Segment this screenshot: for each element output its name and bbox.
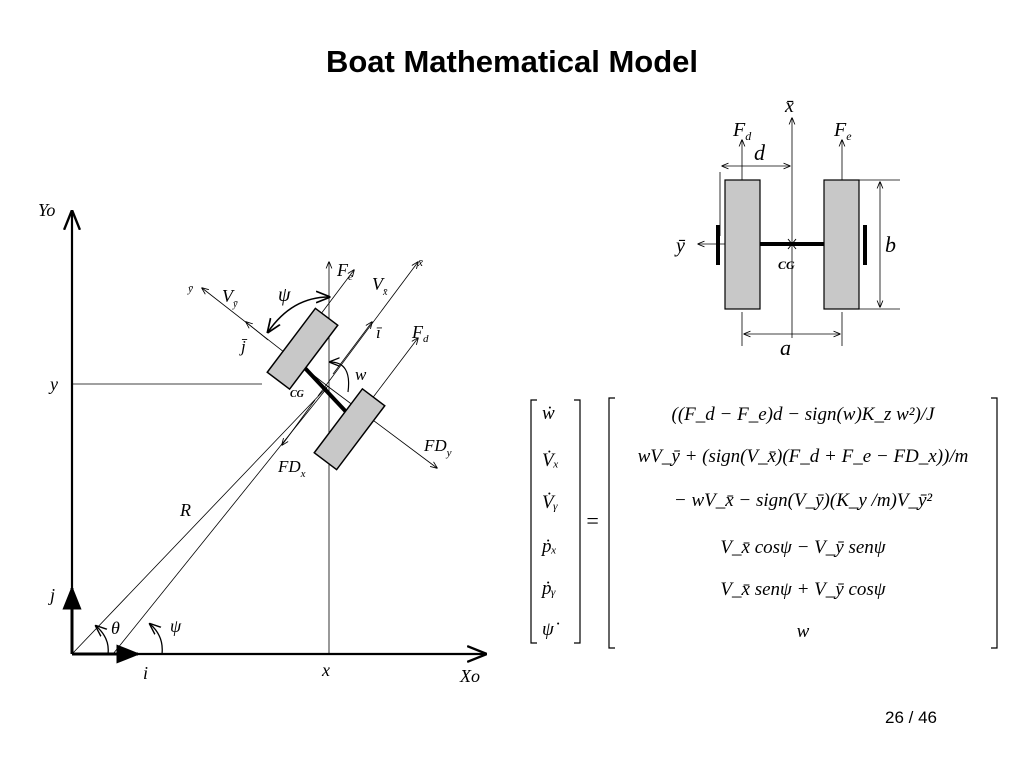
Fe-label: Fe bbox=[336, 260, 353, 283]
lhs-right-bracket bbox=[574, 399, 581, 644]
Vybar-label: Vȳ bbox=[222, 286, 238, 310]
body-Fe-label: Fe bbox=[833, 119, 852, 143]
w-label: w bbox=[355, 365, 367, 384]
x-mark-label: x bbox=[321, 660, 330, 680]
jbar-label: j̄ bbox=[239, 337, 248, 356]
Fd-label: Fd bbox=[411, 322, 429, 345]
equation bbox=[530, 397, 998, 649]
jbar-arrow bbox=[246, 322, 269, 341]
y-mark-label: y bbox=[48, 374, 58, 394]
lhs-left-bracket bbox=[530, 399, 537, 644]
psi-top-label: ψ bbox=[278, 284, 291, 306]
unit-i-label: i bbox=[143, 663, 148, 683]
w-arc bbox=[330, 362, 350, 393]
theta-label: θ bbox=[111, 618, 120, 638]
world-boat bbox=[266, 307, 386, 471]
cg-cross bbox=[787, 238, 797, 250]
rhs-row-2: − wV_x̄ − sign(V_ȳ)(K_y /m)V_ȳ² bbox=[674, 490, 933, 511]
lhs-row-1: V̇ₓ bbox=[542, 449, 559, 471]
unit-j-label: j bbox=[48, 585, 55, 605]
ybar-label: ȳ bbox=[187, 283, 194, 295]
rhs-right-bracket bbox=[991, 397, 998, 649]
body-right-hull bbox=[823, 179, 860, 310]
world-labels: Yo Xo j i x y Fe Fd Vx̄ Vȳ ψ ȳ x̄ j̄ ī w… bbox=[38, 200, 480, 686]
body-b-label: b bbox=[885, 232, 896, 257]
rhs-row-4: V_x̄ senψ + V_ȳ cosψ bbox=[720, 579, 886, 600]
world-diagram bbox=[62, 212, 485, 664]
body-d-label: d bbox=[754, 140, 766, 165]
lhs-row-2: V̇ᵧ bbox=[542, 491, 559, 513]
body-diagram bbox=[698, 118, 900, 346]
psi-bottom-label: ψ bbox=[170, 616, 182, 636]
body-a-label: a bbox=[780, 335, 791, 360]
x-axis-label: Xo bbox=[459, 666, 480, 686]
slide-title: Boat Mathematical Model bbox=[325, 44, 699, 79]
body-cg-label: CG bbox=[778, 258, 795, 272]
page-number: 26 / 46 bbox=[885, 708, 937, 727]
equation-text: ẇ V̇ₓ V̇ᵧ ṗₓ ṗᵧ ψ̇ = ((F_d − F_e)d − sig… bbox=[540, 403, 968, 642]
body-left-hull bbox=[724, 179, 761, 310]
body-xbar-label: x̄ bbox=[784, 95, 794, 117]
xbar-label: x̄ bbox=[417, 257, 423, 269]
Fd-arrow bbox=[367, 338, 418, 405]
lhs-row-5: ψ̇ bbox=[542, 619, 560, 640]
Vxbar-label: Vx̄ bbox=[372, 274, 388, 298]
ibar-label: ī bbox=[376, 323, 383, 342]
FDy-arrow bbox=[329, 387, 437, 468]
body-labels: x̄ ȳ Fd Fe d b a CG bbox=[674, 95, 896, 360]
psi-bottom-arc bbox=[150, 624, 163, 655]
equals-sign: = bbox=[585, 508, 600, 533]
lhs-row-0: ẇ bbox=[542, 403, 555, 424]
rhs-row-1: wV_ȳ + (sign(V_x̄)(F_d + F_e − FD_x))/m bbox=[638, 446, 969, 467]
left-hull bbox=[266, 307, 339, 391]
FDx-label: FDx bbox=[277, 457, 306, 480]
rhs-row-5: w bbox=[797, 621, 810, 642]
FDy-label: FDy bbox=[423, 436, 452, 459]
R-vector bbox=[71, 385, 329, 655]
body-boat bbox=[716, 179, 867, 310]
cg-label: CG bbox=[290, 389, 305, 400]
rhs-left-bracket bbox=[608, 397, 615, 649]
lhs-row-4: ṗᵧ bbox=[540, 578, 557, 599]
lhs-row-3: ṗₓ bbox=[540, 536, 557, 557]
body-ybar-label: ȳ bbox=[674, 235, 686, 257]
psi-top-arc bbox=[268, 297, 329, 332]
rhs-row-3: V_x̄ cosψ − V_ȳ senψ bbox=[720, 537, 886, 558]
theta-arc bbox=[96, 626, 109, 655]
body-Fd-label: Fd bbox=[732, 119, 752, 143]
y-axis-label: Yo bbox=[38, 200, 55, 220]
crossbeam bbox=[303, 366, 348, 413]
right-hull bbox=[313, 387, 386, 471]
R-label: R⃗ bbox=[179, 500, 205, 520]
FDx-arrow bbox=[282, 399, 316, 445]
rhs-row-0: ((F_d − F_e)d − sign(w)K_z w²)/J bbox=[672, 404, 937, 425]
